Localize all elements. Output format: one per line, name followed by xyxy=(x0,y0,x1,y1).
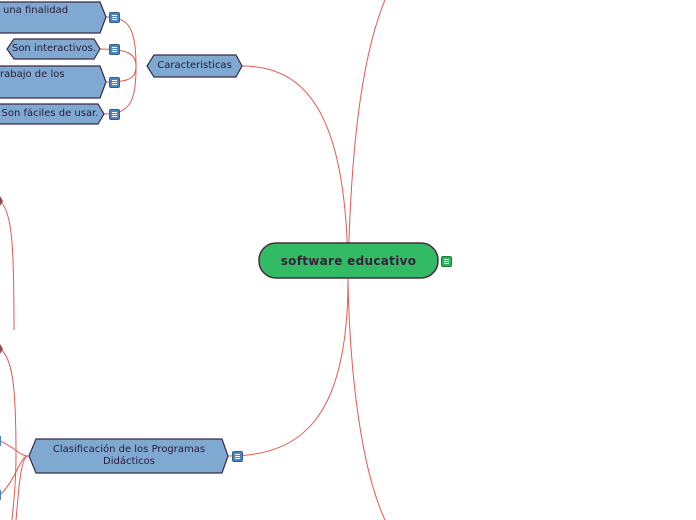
connector-center-down xyxy=(347,279,386,520)
connector-left-2 xyxy=(0,347,17,457)
clasificacion-label: Clasificación de los Programas Didáctico… xyxy=(52,444,206,467)
child-label-faciles: Son fáciles de usar. xyxy=(1,108,99,119)
central-topic-label: software educativo xyxy=(280,253,417,268)
connector-center-clasificacion xyxy=(227,279,349,457)
left-edge-node-stub-1[interactable] xyxy=(0,196,3,206)
connector-car-child-4 xyxy=(103,65,137,115)
connector-car-child-2 xyxy=(99,48,137,67)
left-edge-notes-stub-1 xyxy=(0,436,1,446)
notes-icon[interactable] xyxy=(109,12,120,23)
child-node-son-interactivos[interactable] xyxy=(6,38,101,60)
connector-left-3 xyxy=(11,455,17,520)
left-edge-node-stub-2[interactable] xyxy=(0,344,3,354)
notes-icon[interactable] xyxy=(109,44,120,55)
connector-center-up xyxy=(347,0,386,281)
left-edge-notes-stub-2 xyxy=(0,490,1,500)
notes-icon[interactable] xyxy=(109,77,120,88)
child-label-son-interactivos: Son interactivos. xyxy=(11,43,97,54)
caracteristicas-label: Caracteristicas xyxy=(157,60,232,71)
notes-icon[interactable] xyxy=(109,109,120,120)
notes-icon[interactable] xyxy=(232,451,243,462)
notes-icon[interactable] xyxy=(441,256,452,267)
child-label-una-finalidad: una finalidad xyxy=(3,5,69,16)
child-node-una-finalidad[interactable] xyxy=(0,1,107,34)
connector-clas-a xyxy=(0,440,29,457)
connector-center-caracteristicas xyxy=(241,65,349,281)
connector-clas-c xyxy=(15,455,29,520)
connector-lines xyxy=(0,0,386,520)
central-topic-node[interactable] xyxy=(258,242,439,279)
child-node-trabajo[interactable] xyxy=(0,65,107,99)
clasificacion-node[interactable] xyxy=(28,438,229,474)
connector-left-1 xyxy=(0,199,15,331)
connector-car-child-1 xyxy=(105,16,137,67)
caracteristicas-node[interactable] xyxy=(146,54,243,78)
child-node-faciles[interactable] xyxy=(0,103,105,125)
child-label-trabajo: rabajo de los xyxy=(0,69,65,80)
